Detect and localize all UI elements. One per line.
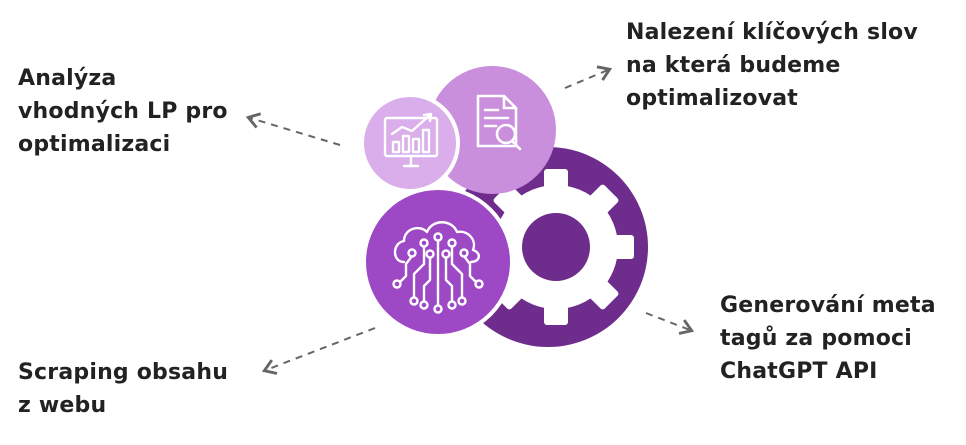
scraping-label-line-2: z webu — [18, 393, 107, 418]
meta-tags-label: Generování meta tagů za pomoci ChatGPT A… — [720, 289, 936, 388]
chart-circle — [360, 93, 460, 193]
keywords-label-line-2: na která budeme — [626, 53, 841, 78]
arrow-to-analysis — [245, 112, 341, 146]
scraping-label-line-1: Scraping obsahu — [18, 360, 229, 385]
meta-tags-label-line-1: Generování meta — [720, 293, 936, 318]
scraping-label: Scraping obsahu z webu — [18, 356, 228, 422]
keywords-label-line-3: optimalizovat — [626, 86, 798, 111]
cloud-circle — [362, 186, 514, 338]
arrow-to-keywords — [564, 65, 613, 89]
keywords-label: Nalezení klíčových slov na která budeme … — [626, 16, 918, 115]
analysis-label: Analýza vhodných LP pro optimalizaci — [18, 62, 228, 161]
analysis-label-line-2: vhodných LP pro — [18, 99, 228, 124]
keywords-label-line-1: Nalezení klíčových slov — [626, 20, 918, 45]
arrows — [245, 65, 695, 375]
document-circle — [428, 66, 556, 194]
document-search-icon — [476, 94, 522, 151]
meta-tags-label-line-2: tagů za pomoci — [720, 326, 913, 351]
analysis-label-line-1: Analýza — [18, 66, 117, 91]
analysis-label-line-3: optimalizaci — [18, 132, 171, 157]
meta-tags-label-line-3: ChatGPT API — [720, 359, 878, 384]
arrow-to-scraping — [261, 327, 376, 375]
cloud-network-icon — [392, 221, 484, 314]
arrow-to-meta — [645, 312, 695, 335]
chart-monitor-icon — [383, 112, 439, 168]
